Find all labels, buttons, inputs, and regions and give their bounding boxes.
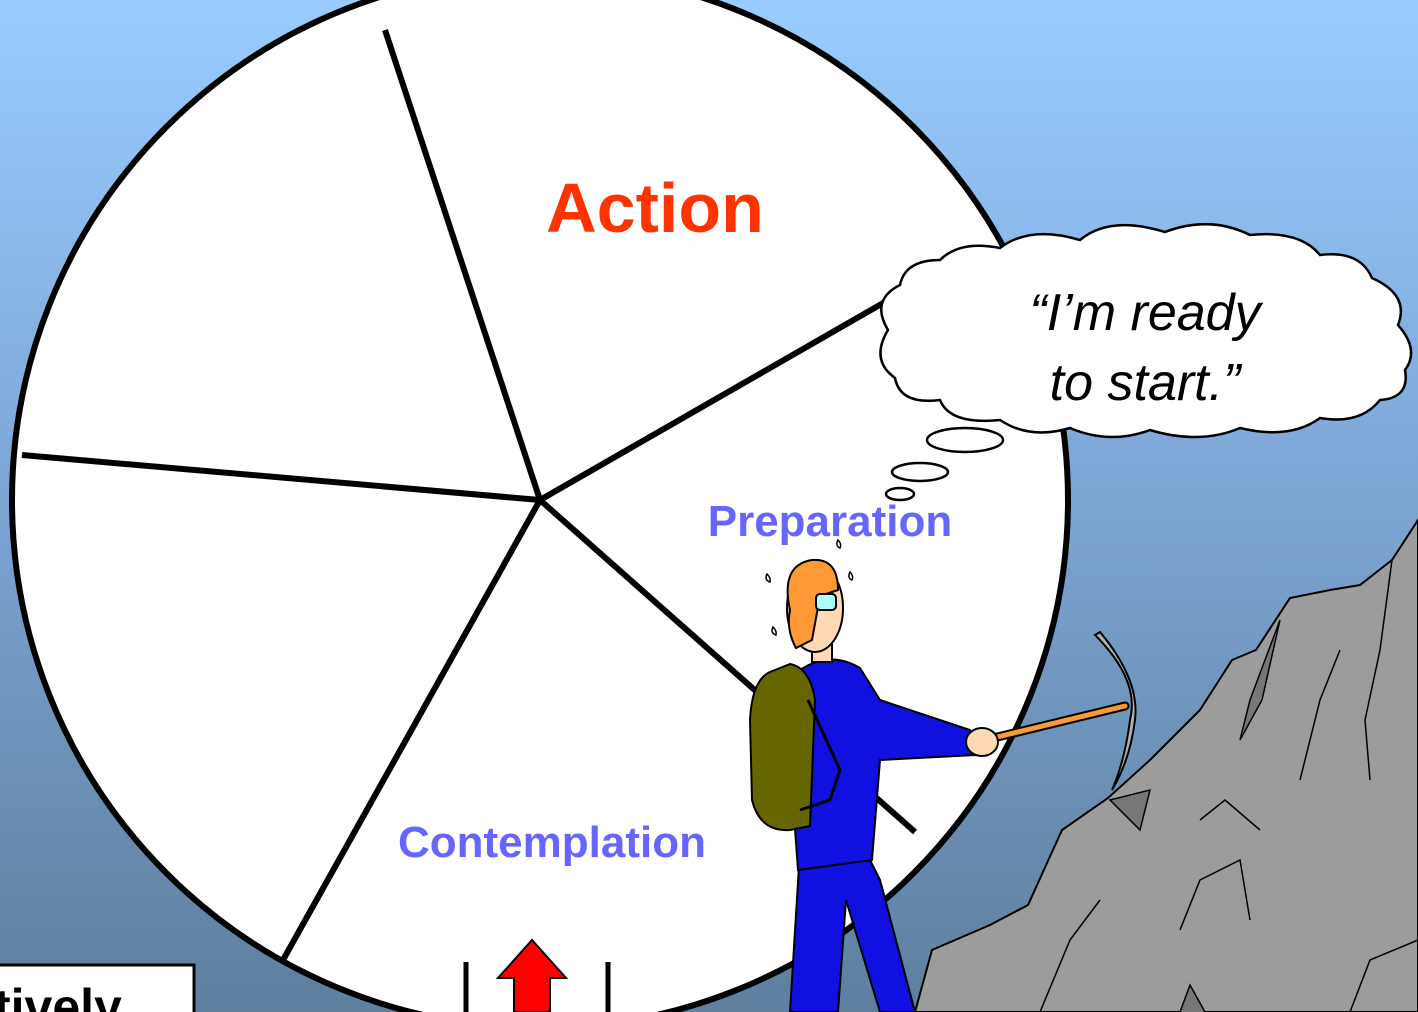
climber-figure (748, 538, 1137, 1012)
wheel-divider (382, 29, 543, 501)
segment-label-preparation: Preparation (708, 497, 953, 546)
segment-label-contemplation: Contemplation (398, 818, 706, 867)
up-arrow-icon (463, 938, 611, 1012)
thought-text-line1: “I’m ready (1029, 284, 1263, 342)
wheel-divider (21, 452, 541, 503)
wheel-divider (280, 498, 543, 962)
segment-label-action: Action (546, 169, 764, 247)
caption-box (0, 963, 196, 1012)
thought-text-line2: to start.” (1050, 354, 1243, 412)
caption-text: tively (0, 979, 122, 1012)
thought-bubble (879, 223, 1413, 502)
rock-cliff (913, 518, 1418, 1012)
